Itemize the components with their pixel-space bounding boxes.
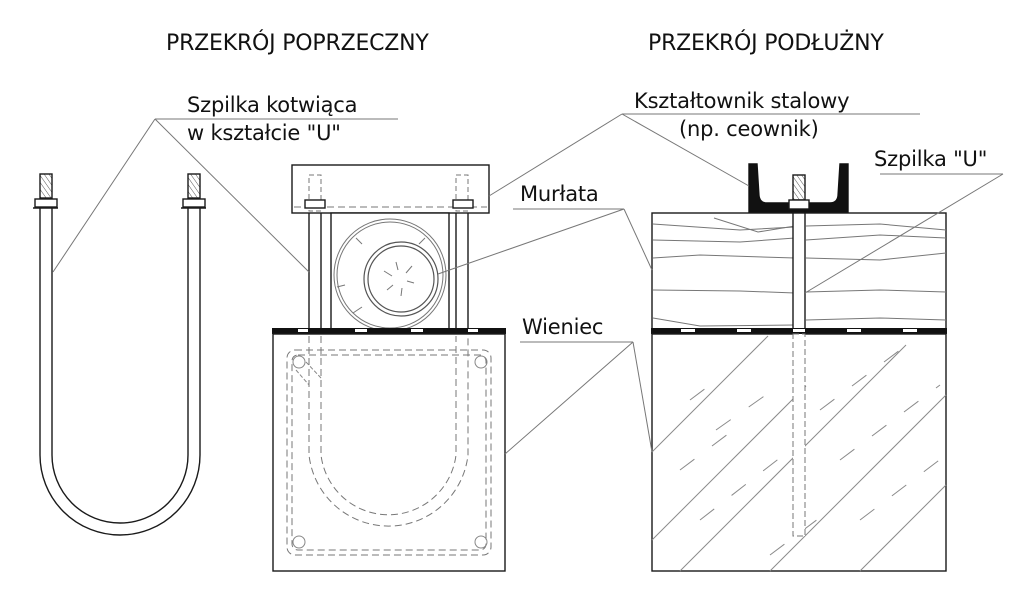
leader-lines: [52, 113, 1004, 455]
wall-plate-label: Murłata: [520, 182, 599, 206]
cross-section-figure: [272, 164, 506, 572]
u-bolt-figure: [33, 173, 206, 536]
u-bolt-label-line1: Szpilka kotwiąca: [187, 93, 358, 117]
cross-section-title: PRZEKRÓJ POPRZECZNY: [166, 31, 429, 56]
ring-beam-label: Wieniec: [522, 315, 604, 339]
longitudinal-section-title: PRZEKRÓJ PODŁUŻNY: [648, 31, 884, 56]
u-pin-label: Szpilka "U": [874, 147, 988, 171]
steel-profile-label-line2: (np. ceownik): [679, 117, 819, 141]
steel-profile-label-line1: Kształtownik stalowy: [634, 89, 850, 113]
u-bolt-label-line2: w kształcie "U": [187, 121, 341, 145]
longitudinal-section-figure: [651, 163, 947, 572]
